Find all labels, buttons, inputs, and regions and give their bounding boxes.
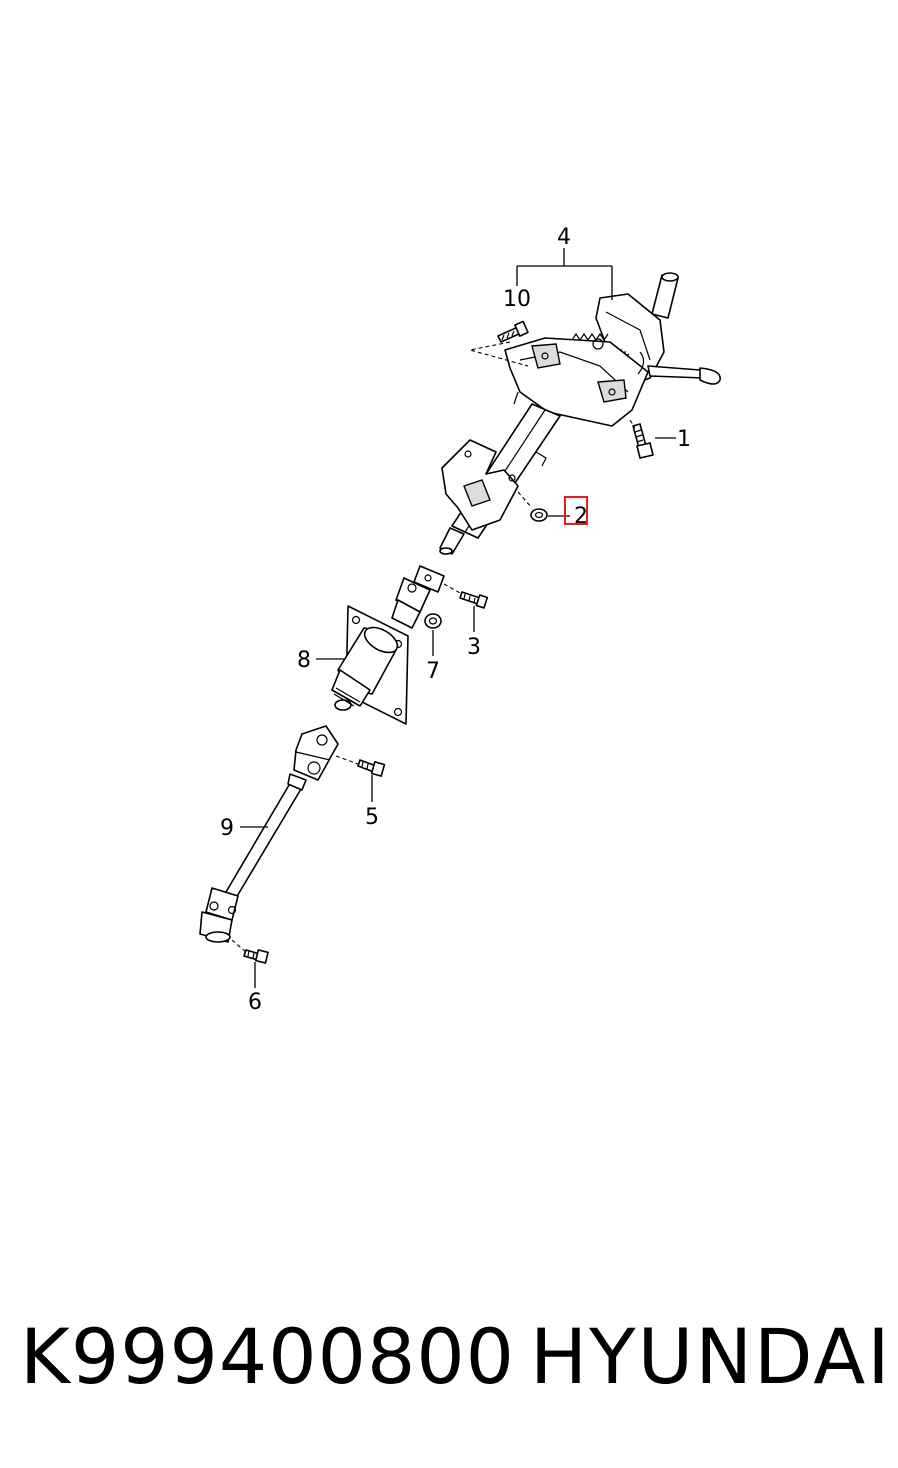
steering-column-diagram: 4 10 1 2 3 7 8 5 9 6 xyxy=(199,225,721,1015)
upper-universal-joint xyxy=(391,565,445,629)
washer-7 xyxy=(424,613,442,629)
callout-8: 8 xyxy=(297,648,311,673)
boot-seal-assembly xyxy=(331,605,409,725)
footer: K999400800 HYUNDAI xyxy=(0,1312,898,1402)
highlight-box xyxy=(564,496,588,525)
callout-7: 7 xyxy=(426,659,440,684)
bolt-1 xyxy=(632,423,654,459)
callout-3: 3 xyxy=(467,635,481,660)
bolt-5 xyxy=(357,759,386,777)
bolt-10 xyxy=(497,320,529,343)
callout-9: 9 xyxy=(220,816,234,841)
callout-10: 10 xyxy=(503,287,531,312)
bolt-3 xyxy=(459,591,489,609)
callout-4: 4 xyxy=(557,225,571,250)
brand-name: HYUNDAI xyxy=(530,1312,892,1401)
leader-lines xyxy=(240,248,676,988)
lower-shaft-assembly xyxy=(199,725,339,943)
callout-6: 6 xyxy=(248,990,262,1015)
bolt-6 xyxy=(243,949,269,964)
callout-5: 5 xyxy=(365,805,379,830)
callout-1: 1 xyxy=(677,427,691,452)
part-number: K999400800 xyxy=(20,1312,516,1401)
nut-2 xyxy=(530,508,548,522)
column-upper-assembly xyxy=(439,272,721,555)
callout-2: 2 xyxy=(574,504,588,529)
